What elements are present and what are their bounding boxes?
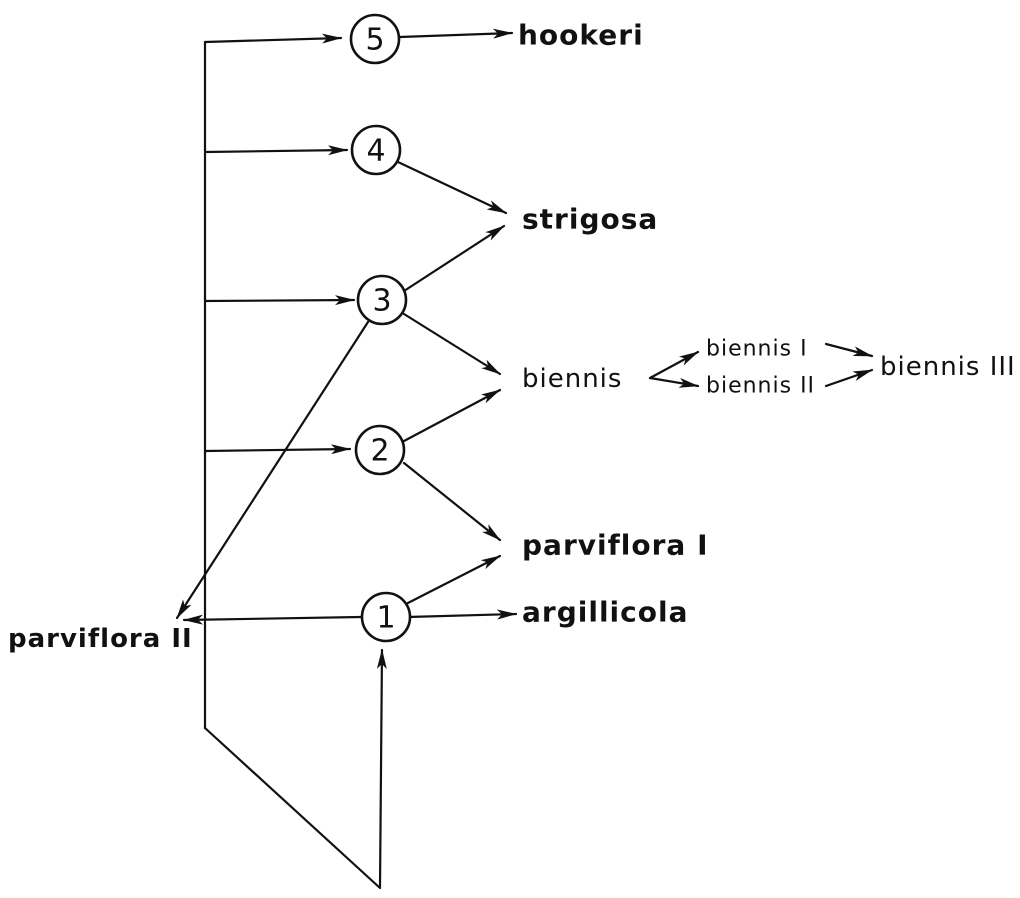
edge-biennis-to-biennis2 xyxy=(648,376,700,388)
edge-3-to-biennis xyxy=(402,312,502,376)
node-2-label: 2 xyxy=(370,434,389,469)
node-1: 1 xyxy=(360,591,412,643)
node-5: 5 xyxy=(349,13,401,65)
edge-trunk-to-2 xyxy=(203,444,352,455)
node-3: 3 xyxy=(356,274,408,326)
taxon-parviflora-1: parviflora I xyxy=(522,529,708,562)
node-2: 2 xyxy=(354,424,406,476)
taxon-parviflora-2: parviflora II xyxy=(8,624,193,654)
edge-biennis1-to-biennis3 xyxy=(824,342,874,358)
node-1-label: 1 xyxy=(376,601,395,636)
edge-trunk-loop-to-1 xyxy=(203,648,387,890)
node-4: 4 xyxy=(350,124,402,176)
edge-1-to-parviflora2 xyxy=(182,614,363,625)
taxon-strigosa: strigosa xyxy=(522,203,658,236)
edge-biennis-to-biennis1 xyxy=(648,350,700,380)
taxon-hookeri: hookeri xyxy=(518,19,644,52)
node-4-label: 4 xyxy=(366,134,385,169)
taxon-biennis-3: biennis III xyxy=(880,352,1016,382)
edge-3-to-parviflora2 xyxy=(175,320,370,620)
edge-4-to-strigosa xyxy=(396,160,508,215)
edge-trunk-to-4 xyxy=(203,145,349,156)
edge-3-to-strigosa xyxy=(402,224,506,293)
edge-5-to-hookeri xyxy=(398,28,514,39)
edge-2-to-biennis xyxy=(402,388,502,443)
edge-1-to-parviflora1 xyxy=(402,554,502,607)
edge-trunk-to-3 xyxy=(203,295,356,306)
taxon-biennis: biennis xyxy=(522,364,622,394)
node-5-label: 5 xyxy=(365,23,384,58)
taxon-biennis-1: biennis I xyxy=(706,337,808,362)
edge-biennis2-to-biennis3 xyxy=(824,368,874,388)
edge-1-to-argillicola xyxy=(406,609,518,620)
node-3-label: 3 xyxy=(372,284,391,319)
edge-2-to-parviflora1 xyxy=(402,461,502,542)
taxon-biennis-2: biennis II xyxy=(706,374,815,399)
edge-trunk-to-5 xyxy=(203,33,343,44)
taxon-argillicola: argillicola xyxy=(522,596,688,629)
